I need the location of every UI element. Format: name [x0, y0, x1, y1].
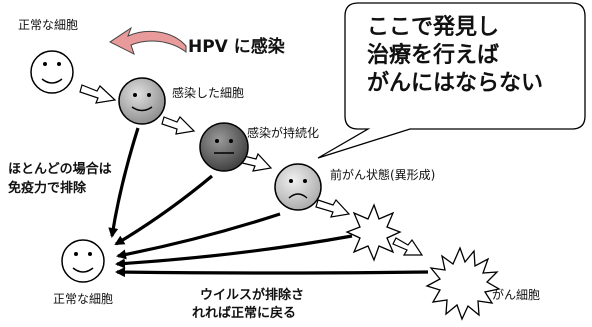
normal-cell-top-icon: [30, 50, 74, 94]
early-cancer-star-icon: [345, 203, 402, 262]
hpv-infection-label: HPV に感染: [188, 37, 285, 57]
immunity-text-line2: 免疫力で排除: [8, 181, 87, 196]
progression-arrow-4: [315, 199, 351, 218]
callout-bubble: [317, 2, 586, 159]
cancer-cell-label: がん細胞: [492, 288, 541, 302]
virus-eliminated-text-line1: ウイルスが排除さ: [200, 288, 305, 303]
persistent-infection-label: 感染が持続化: [247, 126, 320, 140]
normal-cell-bottom-label: 正常な細胞: [53, 292, 114, 306]
return-arrow-cancer: [115, 267, 429, 278]
infected-cell-label: 感染した細胞: [172, 86, 245, 100]
persistent-infection-cell-icon: [199, 122, 249, 172]
progression-arrow-1: [79, 84, 117, 104]
normal-cell-top-label: 正常な細胞: [18, 18, 79, 32]
callout-line1: ここで発見し: [367, 15, 500, 40]
return-arrow-precancer: [116, 212, 281, 260]
return-arrow-infected: [108, 127, 140, 238]
precancer-label: 前がん状態(異形成): [330, 168, 436, 182]
return-arrow-persistent: [114, 174, 214, 246]
virus-eliminated-text-line2: れれば正常に戻る: [192, 306, 297, 321]
normal-cell-bottom-icon: [61, 239, 105, 283]
callout-line3: がんにはならない: [367, 71, 544, 96]
precancer-cell-icon: [274, 163, 322, 211]
callout-line2: 治療を行えば: [367, 43, 500, 68]
immunity-text-line1: ほとんどの場合は: [8, 162, 112, 177]
infected-cell-icon: [118, 77, 166, 125]
progression-arrow-5: [392, 237, 424, 256]
return-arrow-star: [115, 234, 353, 269]
progression-arrow-2: [161, 116, 196, 135]
cancer-cell-burst-icon: [425, 246, 501, 321]
callout-text: ここで発見し 治療を行えば がんにはならない: [367, 14, 543, 98]
hpv-infection-arrow: [109, 26, 187, 55]
